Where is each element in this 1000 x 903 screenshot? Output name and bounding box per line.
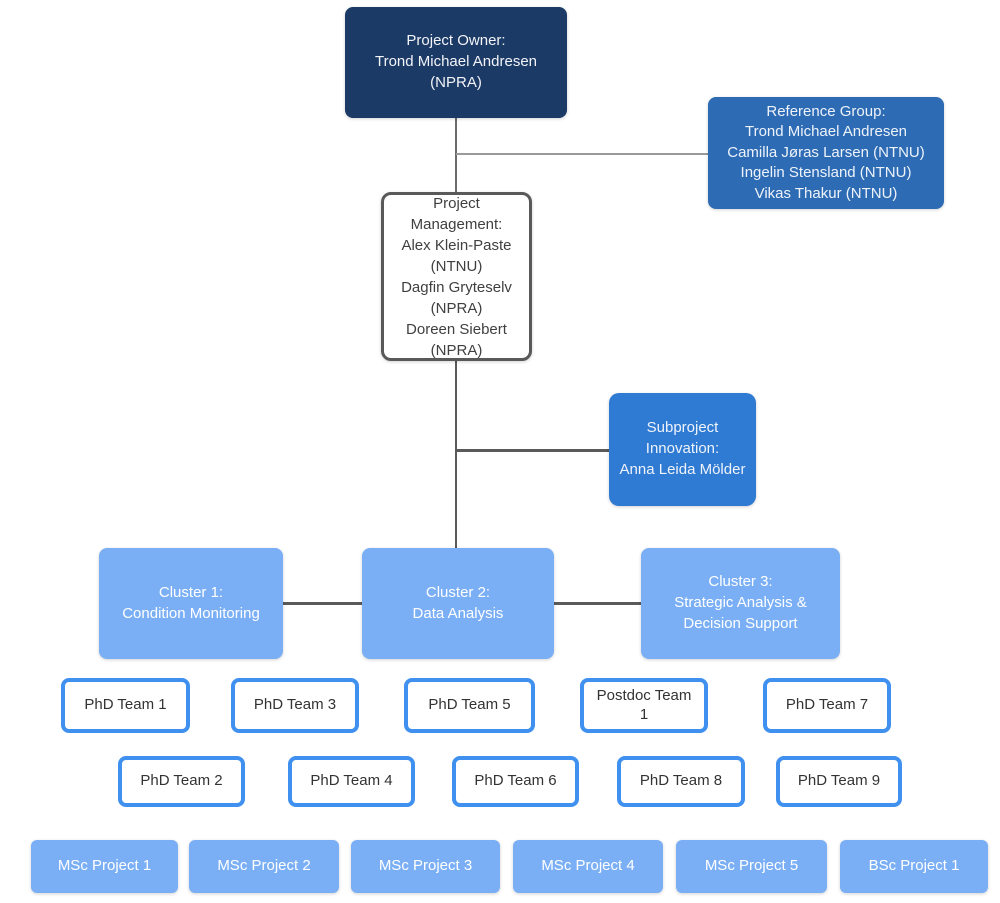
msc-project-4-box: MSc Project 4 (513, 840, 663, 893)
postdoc-team-1-box: Postdoc Team 1 (580, 678, 708, 733)
phd-team-3-box: PhD Team 3 (231, 678, 359, 733)
connector-cluster2-cluster3 (554, 602, 641, 605)
cluster-1-box: Cluster 1: Condition Monitoring (99, 548, 283, 659)
connector-owner-to-management (455, 118, 457, 193)
project-management-box: Project Management: Alex Klein-Paste (NT… (381, 192, 532, 361)
cluster-2-box: Cluster 2: Data Analysis (362, 548, 554, 659)
subproject-innovation-box: Subproject Innovation: Anna Leida Mölder (609, 393, 756, 506)
connector-management-to-cluster2 (455, 361, 457, 548)
phd-team-1-box: PhD Team 1 (61, 678, 190, 733)
msc-project-2-box: MSc Project 2 (189, 840, 339, 893)
connector-to-reference-group (456, 153, 708, 155)
reference-group-box: Reference Group: Trond Michael Andresen … (708, 97, 944, 209)
msc-project-3-box: MSc Project 3 (351, 840, 500, 893)
phd-team-9-box: PhD Team 9 (776, 756, 902, 807)
msc-project-1-box: MSc Project 1 (31, 840, 178, 893)
phd-team-8-box: PhD Team 8 (617, 756, 745, 807)
msc-project-5-box: MSc Project 5 (676, 840, 827, 893)
connector-cluster1-cluster2 (283, 602, 362, 605)
connector-to-subproject-innovation (456, 449, 609, 452)
bsc-project-1-box: BSc Project 1 (840, 840, 988, 893)
phd-team-6-box: PhD Team 6 (452, 756, 579, 807)
phd-team-7-box: PhD Team 7 (763, 678, 891, 733)
phd-team-4-box: PhD Team 4 (288, 756, 415, 807)
cluster-3-box: Cluster 3: Strategic Analysis & Decision… (641, 548, 840, 659)
phd-team-2-box: PhD Team 2 (118, 756, 245, 807)
project-owner-box: Project Owner: Trond Michael Andresen (N… (345, 7, 567, 118)
phd-team-5-box: PhD Team 5 (404, 678, 535, 733)
